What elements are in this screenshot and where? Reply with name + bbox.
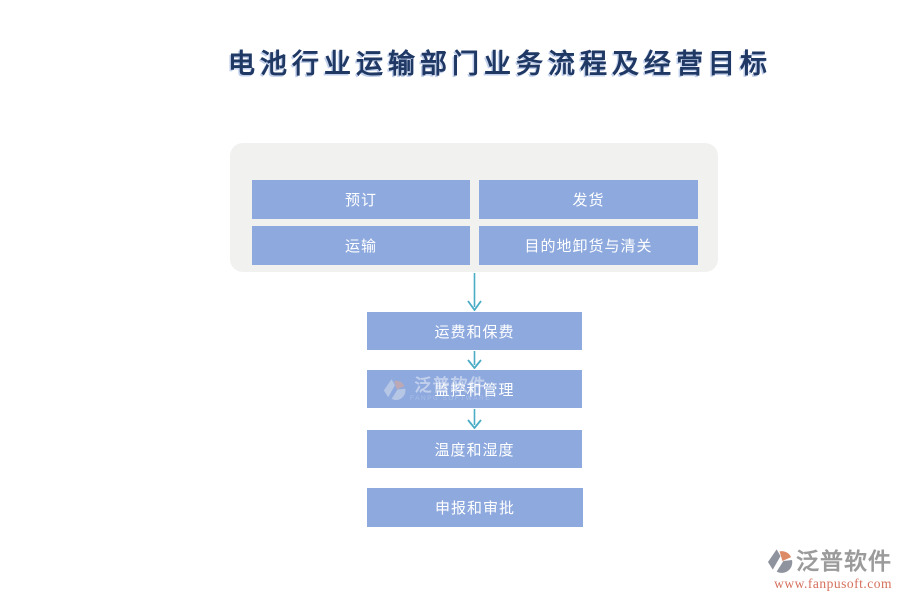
flow-box-declaration-approval: 申报和审批 [367,488,583,527]
flow-box-booking: 预订 [252,180,470,219]
flow-box-shipping: 发货 [479,180,698,219]
vendor-logo: 泛普软件 www.fanpusoft.com [767,547,892,592]
arrow-down-icon [467,351,482,369]
fanpu-logo-icon [383,379,406,401]
arrow-down-icon [467,273,482,311]
flow-box-label: 监控和管理 [434,381,515,399]
flow-box-monitoring-management: 监控和管理 泛普软件 FANPU SOFTWARE [367,370,582,408]
flow-box-destination-unloading: 目的地卸货与清关 [479,226,698,265]
vendor-brand-name: 泛普软件 [796,548,892,574]
page-title: 电池行业运输部门业务流程及经营目标 [228,49,772,79]
flow-box-temperature-humidity: 温度和湿度 [367,430,582,468]
fanpu-logo-icon [767,549,793,573]
process-group-panel: 预订 发货 运输 目的地卸货与清关 [230,143,718,272]
arrow-down-icon [467,409,482,429]
vendor-url: www.fanpusoft.com [774,576,892,591]
flow-box-freight-insurance: 运费和保费 [367,312,582,350]
flow-box-transport: 运输 [252,226,470,265]
